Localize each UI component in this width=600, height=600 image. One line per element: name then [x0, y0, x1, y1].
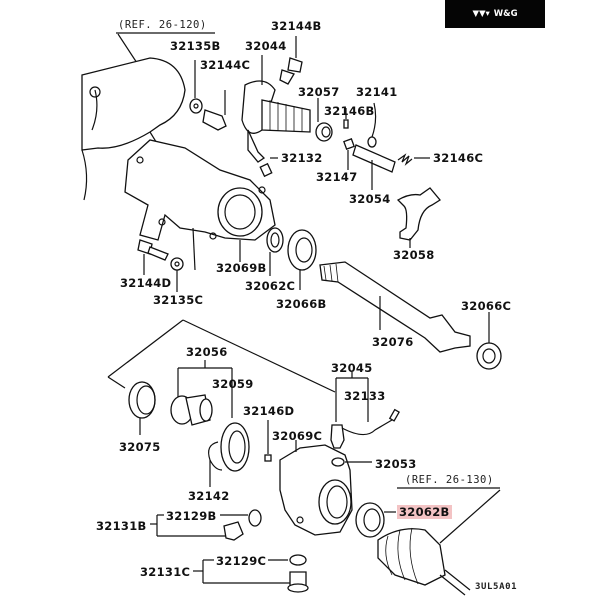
shaft-32054 [352, 144, 396, 190]
part-label-32146B[interactable]: 32146B [324, 104, 375, 118]
cv-joint-boot [377, 487, 501, 596]
bearing-32066C [476, 312, 502, 370]
brand-name: W&G [493, 9, 518, 19]
part-label-32054[interactable]: 32054 [349, 192, 391, 206]
extension-housing [124, 139, 276, 241]
brand-badge: ▼▼▾ W&G [445, 0, 545, 28]
part-label-32059[interactable]: 32059 [212, 377, 254, 391]
part-label-32135B[interactable]: 32135B [170, 39, 221, 53]
seal-32062B [355, 502, 396, 538]
wg-chevrons-logo-icon: ▼▼▾ [472, 9, 490, 19]
part-label-32062B-highlighted[interactable]: 32062B [397, 505, 452, 519]
drain-plug-32131C [193, 554, 309, 593]
part-label-32044[interactable]: 32044 [245, 39, 287, 53]
part-label-32133[interactable]: 32133 [344, 389, 386, 403]
part-label-32066B[interactable]: 32066B [276, 297, 327, 311]
drain-plug-32131B [150, 509, 262, 541]
small-pins [259, 102, 430, 178]
part-label-32142[interactable]: 32142 [188, 489, 230, 503]
fork-32058 [396, 187, 441, 248]
bolt-and-washer-top [189, 60, 227, 131]
housing-32069C [279, 440, 353, 536]
part-label-32057[interactable]: 32057 [298, 85, 340, 99]
part-label-32053[interactable]: 32053 [375, 457, 417, 471]
part-label-32076[interactable]: 32076 [372, 335, 414, 349]
switch-32045 [330, 372, 400, 467]
part-label-32144C[interactable]: 32144C [200, 58, 251, 72]
bushing-32057 [315, 98, 333, 142]
sleeve-32075 [128, 381, 156, 435]
pin-32146D [264, 420, 272, 462]
part-label-32069B[interactable]: 32069B [216, 261, 267, 275]
transmission-case [81, 57, 186, 201]
assembly-bracket-lines [107, 319, 336, 393]
part-label-32141[interactable]: 32141 [356, 85, 398, 99]
boot-assembly [241, 55, 311, 163]
part-label-32129C[interactable]: 32129C [216, 554, 267, 568]
part-label-32062C[interactable]: 32062C [245, 279, 296, 293]
part-label-32075[interactable]: 32075 [119, 440, 161, 454]
part-label-32132[interactable]: 32132 [281, 151, 323, 165]
part-label-32066C[interactable]: 32066C [461, 299, 512, 313]
seal-32059 [220, 368, 250, 472]
reference-top: (REF. 26-120) [118, 19, 207, 31]
part-label-32045[interactable]: 32045 [331, 361, 373, 375]
part-label-32146D[interactable]: 32146D [243, 404, 295, 418]
seal-and-bearing-upper [239, 227, 317, 290]
bolt-32144B [279, 36, 303, 85]
part-label-32144B[interactable]: 32144B [271, 19, 322, 33]
part-label-32056[interactable]: 32056 [186, 345, 228, 359]
part-label-32069C[interactable]: 32069C [272, 429, 323, 443]
diagram-code: 3UL5A01 [475, 582, 518, 592]
reference-bottom: (REF. 26-130) [405, 474, 494, 486]
part-label-32135C[interactable]: 32135C [153, 293, 204, 307]
output-shaft-32076 [319, 261, 471, 353]
part-label-32146C[interactable]: 32146C [433, 151, 484, 165]
ref-top-leader [116, 32, 215, 64]
part-label-32144D[interactable]: 32144D [120, 276, 172, 290]
part-label-32058[interactable]: 32058 [393, 248, 435, 262]
part-label-32131C[interactable]: 32131C [140, 565, 191, 579]
bolt-and-washer-lower [137, 227, 196, 292]
part-label-32147[interactable]: 32147 [316, 170, 358, 184]
part-label-32129B[interactable]: 32129B [166, 509, 217, 523]
part-label-32131B[interactable]: 32131B [96, 519, 147, 533]
hub-32056 [170, 360, 232, 426]
snap-ring-32142 [208, 441, 223, 487]
